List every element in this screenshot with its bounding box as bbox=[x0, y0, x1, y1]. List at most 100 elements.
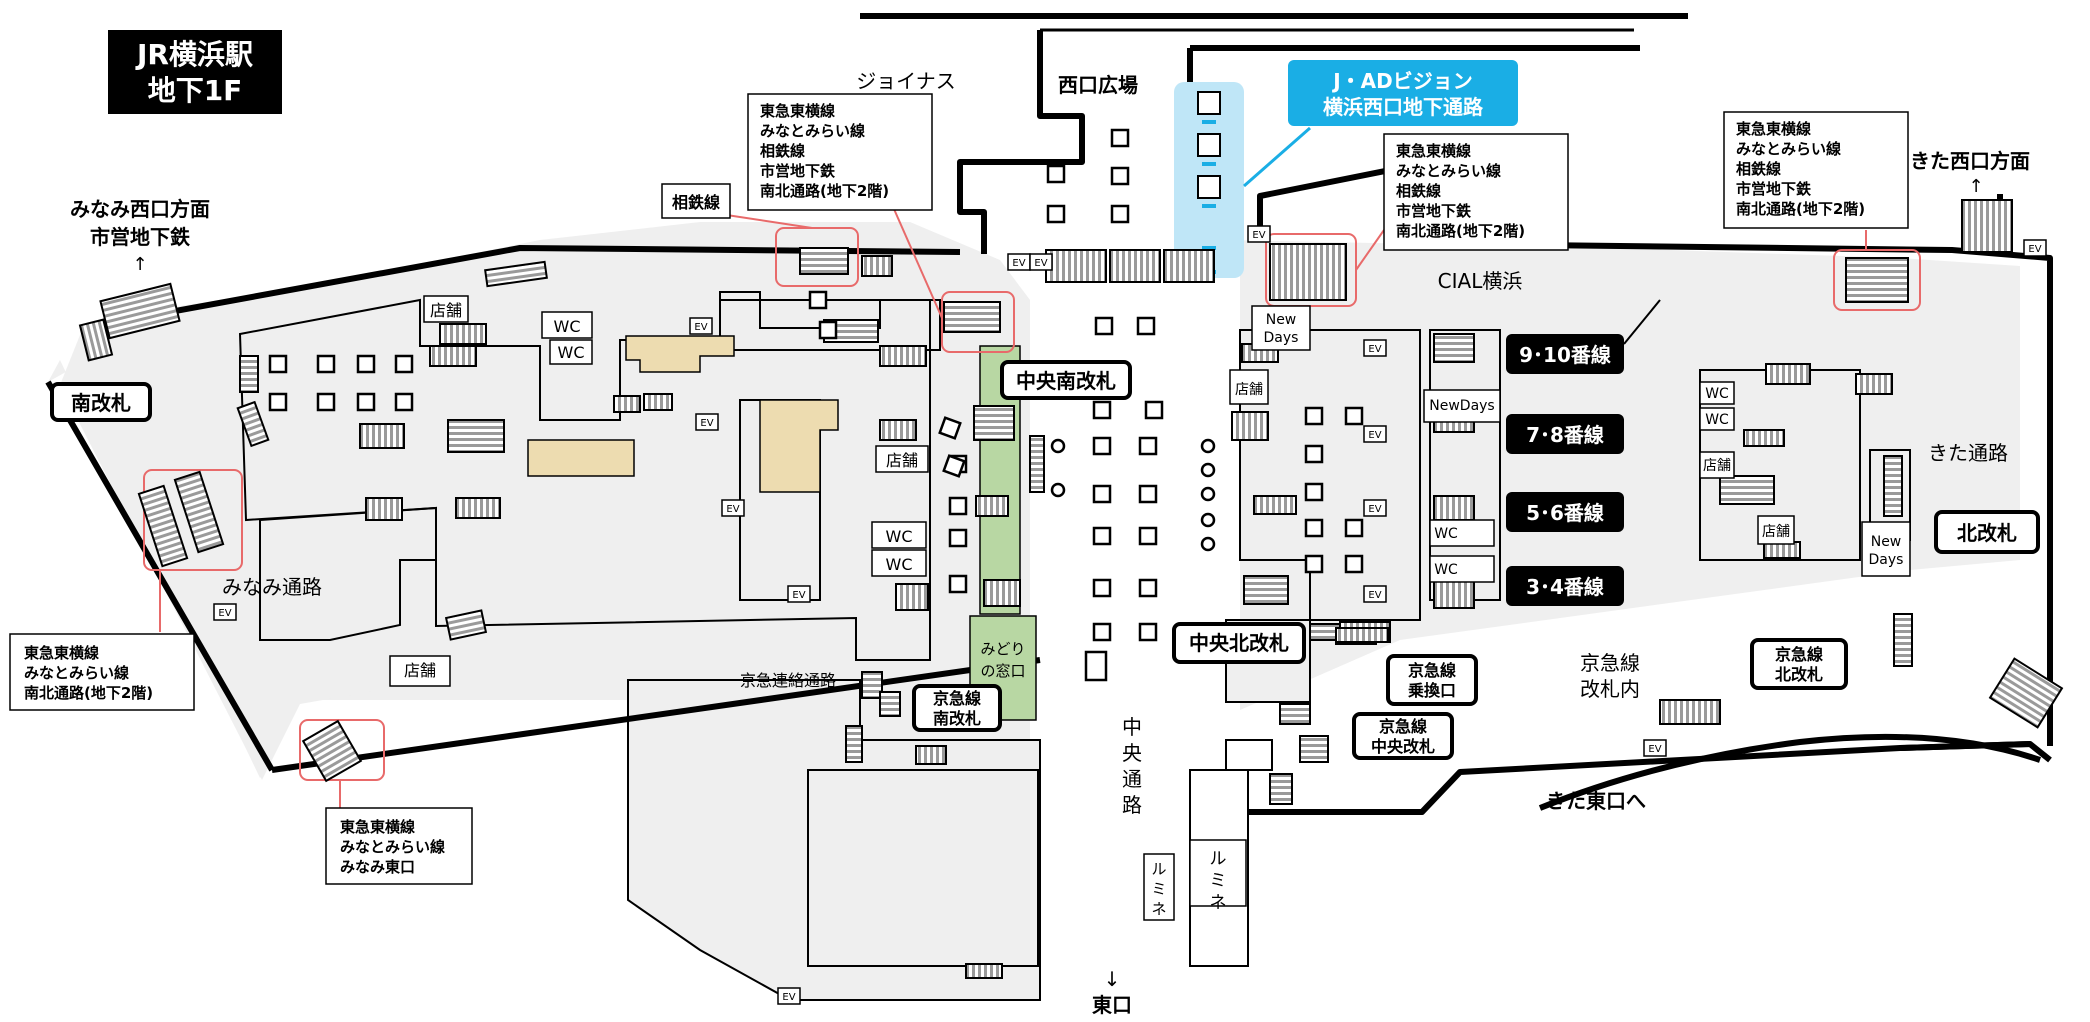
area-kita-nishi[interactable]: きた西口方面 bbox=[1910, 149, 2030, 173]
callout-sotetsu: 相鉄線 bbox=[672, 193, 720, 212]
wc-label-5: WC bbox=[1705, 386, 1729, 402]
gate-minami[interactable]: 南改札 bbox=[71, 391, 131, 415]
callout-north-east-1: 東急東横線 bbox=[1736, 120, 1811, 138]
callout-south-west-3: 南北通路(地下2階) bbox=[24, 684, 153, 702]
area-cial: CIAL横浜 bbox=[1438, 269, 1523, 293]
ev-label-12: EV bbox=[1368, 590, 1381, 601]
gate-keikyu-norikae-2[interactable]: 乗換口 bbox=[1408, 681, 1456, 700]
gate-chuo-kita[interactable]: 中央北改札 bbox=[1189, 631, 1289, 655]
callout-cial-1: 東急東横線 bbox=[1396, 142, 1471, 160]
callout-west-center-1: 東急東横線 bbox=[760, 102, 835, 120]
gate-keikyu-minami-1[interactable]: 京急線 bbox=[933, 689, 981, 708]
shop-label-1: 店舗 bbox=[430, 301, 462, 320]
callout-south-east-3: みなみ東口 bbox=[340, 858, 415, 876]
shop-label-4: 店舗 bbox=[1703, 458, 1731, 474]
platform-5-6[interactable]: 5･6番線 bbox=[1526, 501, 1604, 525]
platform-9-10[interactable]: 9･10番線 bbox=[1519, 343, 1611, 367]
callout-north-east-2: みなとみらい線 bbox=[1736, 140, 1841, 158]
callout-west-center-4: 市営地下鉄 bbox=[760, 162, 835, 180]
callout-west-center-2: みなとみらい線 bbox=[760, 122, 865, 140]
gate-keikyu-norikae-1[interactable]: 京急線 bbox=[1408, 661, 1456, 680]
area-kita-tsuro: きた通路 bbox=[1928, 441, 2008, 465]
ev-label-4: EV bbox=[218, 608, 231, 619]
newdays-label-3b: Days bbox=[1869, 552, 1904, 568]
lumine-1-b: ミ bbox=[1151, 880, 1166, 898]
platforms: 9･10番線 7･8番線 5･6番線 3･4番線 bbox=[1506, 299, 1661, 606]
ev-label-11: EV bbox=[1368, 504, 1381, 515]
ev-label-3: EV bbox=[726, 504, 739, 515]
callout-north-east-5: 南北通路(地下2階) bbox=[1736, 200, 1865, 218]
stairs bbox=[78, 199, 2064, 979]
area-minami-nishi-2[interactable]: 市営地下鉄 bbox=[90, 225, 190, 249]
ad-vision-label[interactable]: J・ADビジョン 横浜西口地下通路 bbox=[1288, 60, 1518, 126]
ad-vision-line1: J・ADビジョン bbox=[1331, 69, 1473, 93]
title-line1: JR横浜駅 bbox=[135, 38, 253, 71]
gate-chuo-minami[interactable]: 中央南改札 bbox=[1016, 369, 1116, 393]
callout-south-west-2: みなとみらい線 bbox=[24, 664, 129, 682]
area-chuo-tsuro-3: 通 bbox=[1122, 767, 1142, 791]
callout-cial-5: 南北通路(地下2階) bbox=[1396, 222, 1525, 240]
area-joinus: ジョイナス bbox=[856, 69, 956, 93]
ev-label-6: EV bbox=[1012, 258, 1025, 269]
wc-label-6: WC bbox=[1705, 412, 1729, 428]
elevators: EV EV EV EV EV EV EV EV EV EV EV EV EV E… bbox=[213, 225, 2047, 1005]
area-keikyu-renraku: 京急連絡通路 bbox=[740, 671, 836, 690]
wc-label-7: WC bbox=[1434, 526, 1458, 542]
area-minami-nishi-1[interactable]: みなみ西口方面 bbox=[70, 197, 210, 221]
gate-keikyu-minami-2[interactable]: 南改札 bbox=[933, 709, 981, 728]
callout-north-east-3: 相鉄線 bbox=[1736, 160, 1781, 178]
platform-7-8[interactable]: 7･8番線 bbox=[1526, 423, 1604, 447]
gate-keikyu-chuo-2[interactable]: 中央改札 bbox=[1371, 737, 1435, 756]
gate-keikyu-chuo-1[interactable]: 京急線 bbox=[1379, 717, 1427, 736]
ev-label-15: EV bbox=[782, 992, 795, 1003]
midori-label-2: の窓口 bbox=[980, 662, 1025, 680]
area-chuo-tsuro-4: 路 bbox=[1122, 793, 1142, 817]
newdays-label-1a: New bbox=[1266, 312, 1297, 328]
ad-vision-line2: 横浜西口地下通路 bbox=[1323, 95, 1484, 119]
area-chuo-tsuro-1: 中 bbox=[1122, 715, 1142, 739]
midori-label-1: みどり bbox=[980, 640, 1025, 658]
pillars bbox=[268, 128, 1364, 682]
highlight-boxes bbox=[143, 199, 1921, 808]
area-kita-nishi-arrow: ↑ bbox=[1968, 176, 1983, 197]
title-badge: JR横浜駅 地下1F bbox=[108, 30, 282, 114]
facilities: 店舗 店舗 店舗 店舗 店舗 店舗 WC WC WC WC WC WC WC W… bbox=[389, 295, 1911, 921]
ev-label-2: EV bbox=[700, 418, 713, 429]
area-chuo-tsuro-2: 央 bbox=[1122, 741, 1142, 765]
gates: 南改札 中央南改札 中央北改札 北改札 京急線 南改札 京急線 乗換口 京急線 … bbox=[50, 360, 2040, 760]
callout-cial-3: 相鉄線 bbox=[1396, 182, 1441, 200]
area-nishiguchi-hiroba: 西口広場 bbox=[1058, 73, 1138, 97]
callout-south-east-2: みなとみらい線 bbox=[340, 838, 445, 856]
ev-label-13: EV bbox=[2028, 244, 2041, 255]
wc-label-8: WC bbox=[1434, 562, 1458, 578]
ad-vision-area bbox=[1174, 82, 1311, 278]
newdays-label-3a: New bbox=[1871, 534, 1902, 550]
platform-3-4[interactable]: 3･4番線 bbox=[1526, 575, 1604, 599]
ev-label-14: EV bbox=[1648, 744, 1661, 755]
wc-label-1: WC bbox=[554, 317, 581, 336]
gate-keikyu-kita-1[interactable]: 京急線 bbox=[1775, 645, 1823, 664]
lumine-2-c: ネ bbox=[1210, 893, 1227, 913]
lumine-2-b: ミ bbox=[1210, 871, 1227, 891]
area-higashiguchi[interactable]: 東口 bbox=[1092, 993, 1132, 1017]
callout-cial-2: みなとみらい線 bbox=[1396, 162, 1501, 180]
callout-south-west-1: 東急東横線 bbox=[24, 644, 99, 662]
wc-label-4: WC bbox=[886, 555, 913, 574]
area-kita-higashi[interactable]: きた東口へ bbox=[1546, 789, 1646, 813]
gate-keikyu-kita-2[interactable]: 北改札 bbox=[1775, 665, 1823, 684]
shop-label-6: 店舗 bbox=[404, 661, 436, 680]
newdays-label-2: NewDays bbox=[1429, 398, 1494, 414]
gate-kita[interactable]: 北改札 bbox=[1957, 521, 2017, 545]
shop-label-3: 店舗 bbox=[1235, 382, 1263, 398]
shop-label-2: 店舗 bbox=[886, 451, 918, 470]
area-labels: 西口広場 ジョイナス CIAL横浜 みなみ通路 きた通路 京急連絡通路 京急線 … bbox=[70, 69, 2030, 1017]
lumine-2-a: ル bbox=[1210, 849, 1227, 869]
ev-label-1: EV bbox=[694, 322, 707, 333]
callout-south-east-1: 東急東横線 bbox=[340, 818, 415, 836]
lumine-1-a: ル bbox=[1151, 860, 1166, 878]
area-keikyu-kaisatsunai-2: 改札内 bbox=[1580, 677, 1640, 701]
wc-label-3: WC bbox=[886, 527, 913, 546]
lumine-1-c: ネ bbox=[1151, 900, 1166, 918]
shop-label-5: 店舗 bbox=[1762, 524, 1790, 540]
